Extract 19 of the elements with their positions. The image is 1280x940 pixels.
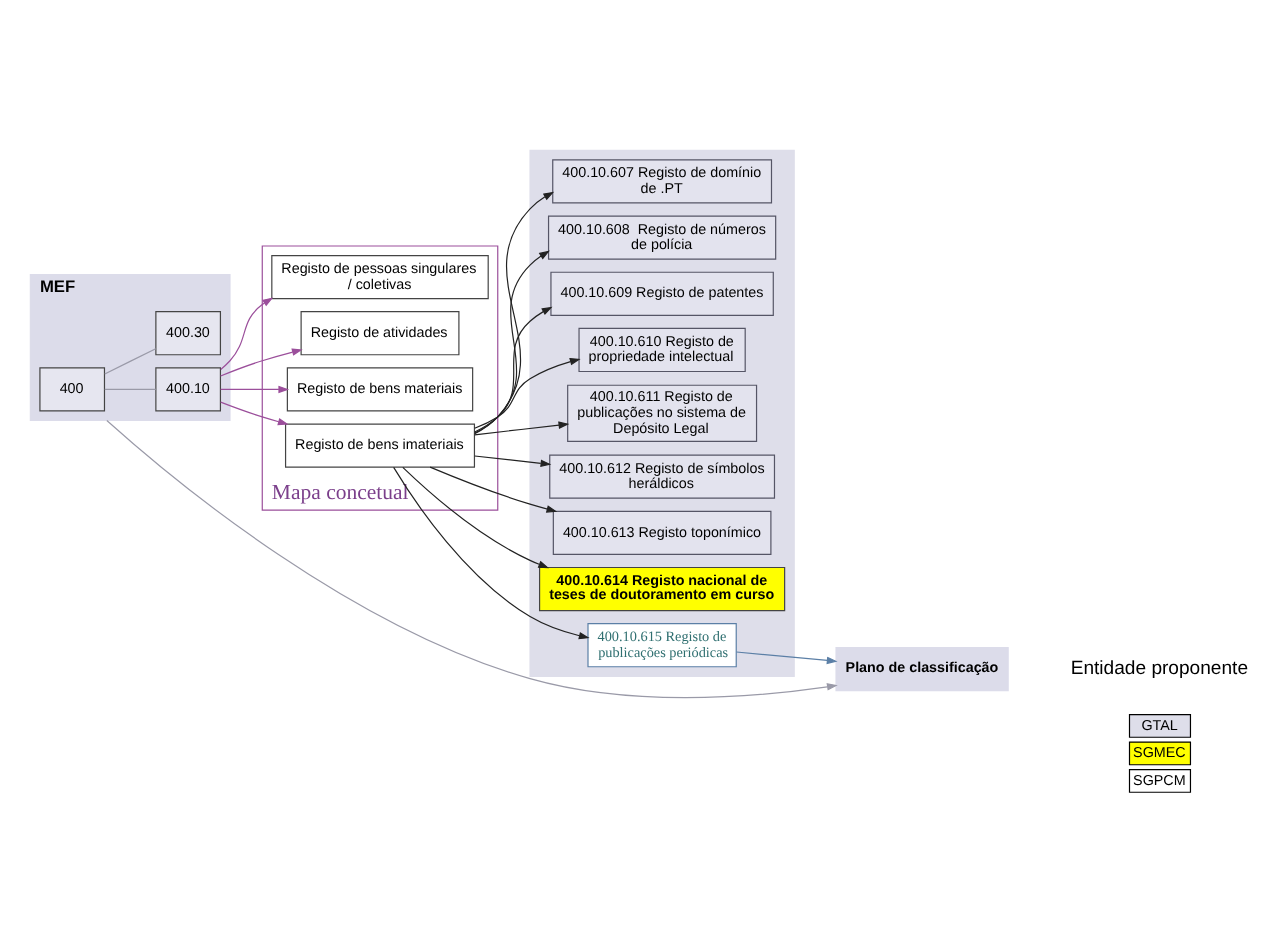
- label: Entidade proponente: [1070, 656, 1249, 679]
- arrow: [220, 400, 289, 425]
- arrow: [220, 347, 303, 376]
- connector: [104, 347, 157, 374]
- arrow: [220, 384, 290, 393]
- arrow: [474, 454, 552, 467]
- connector: [104, 387, 157, 390]
- arrow: [474, 190, 555, 434]
- arrow: [474, 420, 570, 435]
- arrow: [474, 249, 550, 433]
- cluster: [529, 148, 795, 676]
- arrow: [106, 418, 838, 698]
- arrow: [474, 305, 553, 432]
- arrow: [402, 465, 550, 568]
- arrow: [220, 296, 274, 370]
- arrow: [393, 465, 590, 639]
- arrow: [429, 465, 558, 512]
- arrow: [735, 650, 838, 664]
- arrow: [474, 357, 581, 428]
